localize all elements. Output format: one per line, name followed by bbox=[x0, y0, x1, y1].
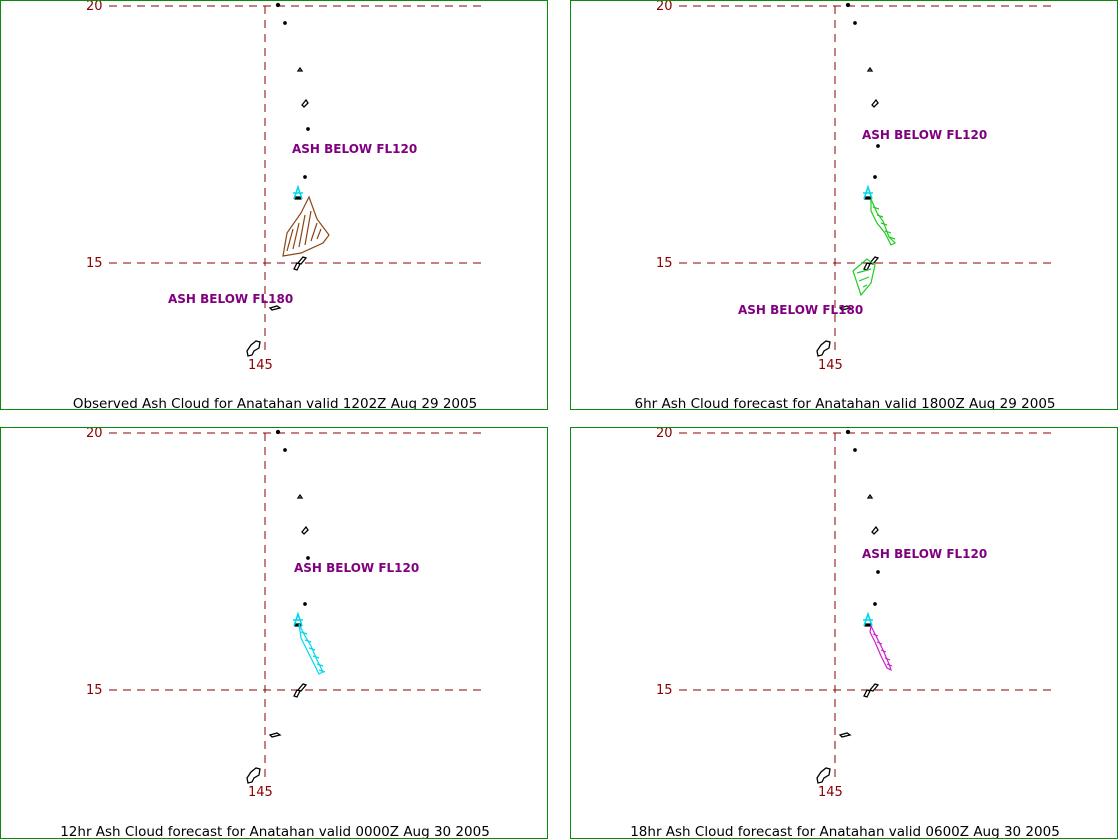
volcano-marker-icon bbox=[293, 184, 303, 200]
lat-label-20: 20 bbox=[86, 427, 103, 441]
lat-label-15: 15 bbox=[656, 256, 673, 271]
ash-label-lower: ASH BELOW FL180 bbox=[168, 292, 294, 306]
map-panel-observed: 20 15 145 ASH BELOW FL120 ASH BELOW FL18… bbox=[0, 0, 548, 410]
map-panel-18hr: 20 15 145 ASH BELOW FL120 18hr Ash Cloud… bbox=[570, 427, 1118, 839]
ash-label-upper: ASH BELOW FL120 bbox=[294, 561, 420, 575]
panel-caption: 6hr Ash Cloud forecast for Anatahan vali… bbox=[634, 396, 1056, 410]
map-canvas bbox=[679, 2, 1051, 357]
lat-label-20: 20 bbox=[86, 0, 103, 14]
map-canvas bbox=[109, 2, 481, 357]
ash-label-lower: ASH BELOW FL180 bbox=[738, 303, 864, 317]
map-panel-12hr: 20 15 145 ASH BELOW FL120 12hr Ash Cloud… bbox=[0, 427, 548, 839]
marianas-islands bbox=[816, 2, 880, 357]
volcano-marker-icon bbox=[863, 611, 873, 627]
lon-label-145: 145 bbox=[818, 358, 843, 373]
marianas-islands bbox=[246, 429, 310, 784]
lon-label-145: 145 bbox=[818, 785, 843, 800]
marianas-islands bbox=[816, 429, 880, 784]
map-panel-6hr: 20 15 145 ASH BELOW FL120 ASH BELOW FL18… bbox=[570, 0, 1118, 410]
lat-label-20: 20 bbox=[656, 0, 673, 14]
volcano-marker-icon bbox=[863, 184, 873, 200]
ash-cloud bbox=[298, 623, 326, 675]
lat-label-15: 15 bbox=[86, 256, 103, 271]
ash-label-upper: ASH BELOW FL120 bbox=[862, 547, 988, 561]
lat-label-20: 20 bbox=[656, 427, 673, 441]
panel-caption: Observed Ash Cloud for Anatahan valid 12… bbox=[72, 396, 478, 410]
map-canvas bbox=[109, 429, 481, 784]
panel-caption: 12hr Ash Cloud forecast for Anatahan val… bbox=[60, 824, 490, 839]
lon-label-145: 145 bbox=[248, 358, 273, 373]
volcano-marker-icon bbox=[293, 611, 303, 627]
ash-label-upper: ASH BELOW FL120 bbox=[292, 142, 418, 156]
ash-label-upper: ASH BELOW FL120 bbox=[862, 128, 988, 142]
map-canvas bbox=[679, 429, 1051, 784]
ash-cloud bbox=[282, 195, 330, 257]
lat-label-15: 15 bbox=[86, 683, 103, 698]
lat-label-15: 15 bbox=[656, 683, 673, 698]
ash-cloud bbox=[869, 624, 893, 672]
marianas-islands bbox=[246, 2, 310, 357]
lon-label-145: 145 bbox=[248, 785, 273, 800]
ash-cloud bbox=[852, 198, 897, 297]
panel-caption: 18hr Ash Cloud forecast for Anatahan val… bbox=[630, 824, 1060, 839]
